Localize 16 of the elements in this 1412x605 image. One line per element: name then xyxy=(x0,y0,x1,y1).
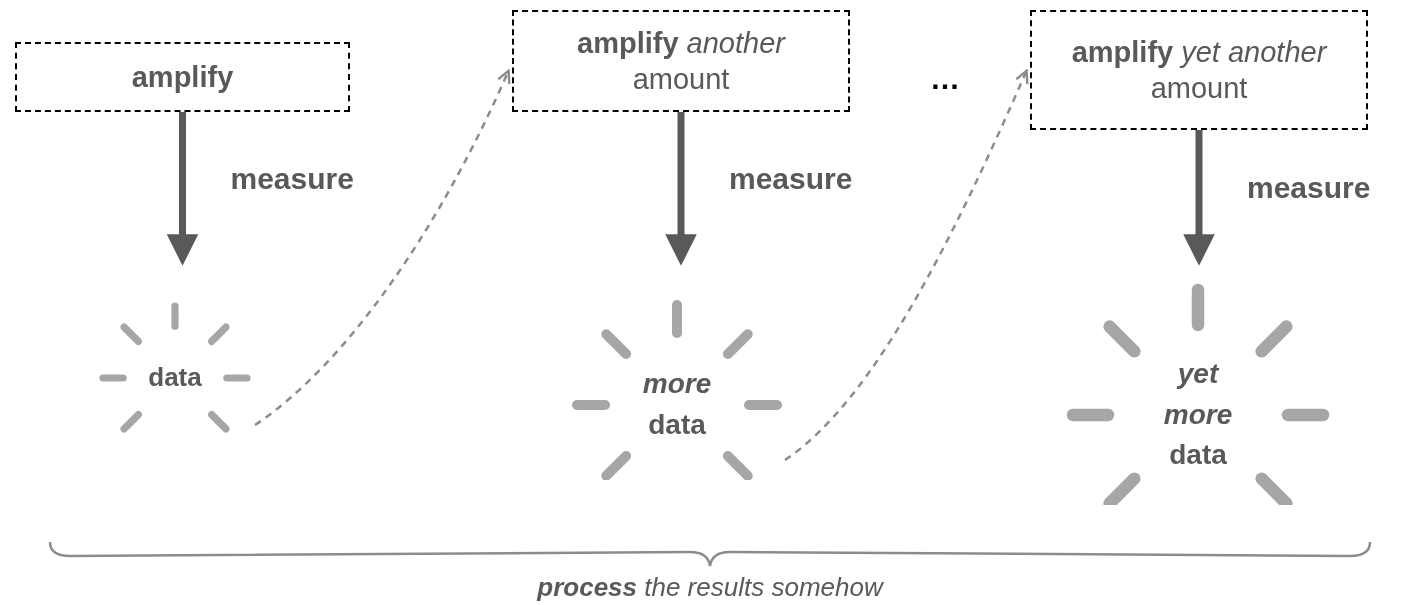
brace-caption: process the results somehow xyxy=(535,571,885,604)
box-label: amplify xyxy=(131,59,234,95)
burst-label: yet more data xyxy=(1163,357,1233,473)
arrow xyxy=(1183,130,1215,266)
arrow xyxy=(665,112,697,266)
dashed-box xyxy=(1030,10,1368,130)
burst-label: more data xyxy=(642,367,712,442)
dashed-arrow xyxy=(784,69,1029,461)
box-label: amplify yet another amount xyxy=(1070,34,1329,106)
burst-label: data xyxy=(148,361,202,395)
dashed-box xyxy=(15,42,350,112)
box-label: amplify another amount xyxy=(576,25,787,97)
ellipsis-label: … xyxy=(930,61,960,97)
dashed-box xyxy=(512,10,850,112)
dashed-arrow xyxy=(254,69,511,426)
arrow xyxy=(166,112,199,266)
